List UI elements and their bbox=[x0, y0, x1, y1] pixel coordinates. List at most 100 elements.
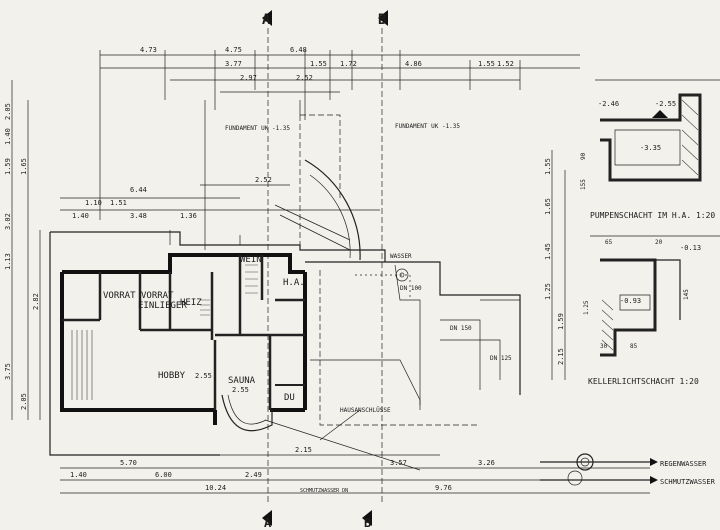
svg-text:2.82: 2.82 bbox=[32, 293, 40, 310]
dimension-lines-left: 2.05 1.40 1.59 1.65 3.02 1.13 2.82 3.75 … bbox=[4, 80, 41, 420]
svg-text:1.13: 1.13 bbox=[4, 253, 12, 270]
room-heiz: HEIZ bbox=[180, 298, 202, 308]
svg-text:1.65: 1.65 bbox=[20, 158, 28, 175]
svg-text:9.76: 9.76 bbox=[435, 484, 452, 492]
svg-text:-2.46: -2.46 bbox=[598, 100, 619, 108]
svg-text:30: 30 bbox=[600, 343, 608, 350]
svg-text:HAUSANSCHLÜSSE: HAUSANSCHLÜSSE bbox=[340, 407, 391, 414]
svg-text:WASSER: WASSER bbox=[390, 253, 412, 260]
svg-text:145: 145 bbox=[683, 289, 690, 300]
section-marker-b-top: B bbox=[378, 10, 388, 28]
svg-text:3.77: 3.77 bbox=[225, 60, 242, 68]
svg-text:SCHMUTZWASSER: SCHMUTZWASSER bbox=[660, 478, 716, 486]
svg-text:5.70: 5.70 bbox=[120, 459, 137, 467]
svg-text:KELLERLICHTSCHACHT 1:20: KELLERLICHTSCHACHT 1:20 bbox=[588, 377, 699, 386]
svg-text:3.02: 3.02 bbox=[4, 213, 12, 230]
svg-text:2.15: 2.15 bbox=[295, 446, 312, 454]
svg-text:1.40: 1.40 bbox=[72, 212, 89, 220]
sauna-curve bbox=[221, 394, 273, 432]
section-marker-a-top: A bbox=[262, 10, 272, 28]
svg-text:1.40: 1.40 bbox=[4, 128, 12, 145]
svg-text:1.59: 1.59 bbox=[4, 158, 12, 175]
room-hobby: HOBBY bbox=[158, 371, 186, 381]
svg-text:2.05: 2.05 bbox=[20, 393, 28, 410]
dimension-lines-right: 1.55 1.65 1.45 1.25 1.59 2.15 bbox=[544, 150, 566, 380]
svg-text:6.00: 6.00 bbox=[155, 471, 172, 479]
svg-text:1.59: 1.59 bbox=[557, 313, 565, 330]
svg-text:1.25: 1.25 bbox=[544, 283, 552, 300]
drainage-pipes: WASSER HAUSANSCHLÜSSE DN 100 DN 150 DN 1… bbox=[264, 253, 521, 471]
svg-text:65: 65 bbox=[605, 239, 613, 246]
svg-text:B: B bbox=[364, 516, 371, 530]
svg-text:FUNDAMENT UK -1.35: FUNDAMENT UK -1.35 bbox=[395, 123, 460, 130]
svg-text:-0.13: -0.13 bbox=[680, 244, 701, 252]
svg-text:155: 155 bbox=[580, 179, 587, 190]
svg-text:1.45: 1.45 bbox=[544, 243, 552, 260]
room-du: DU bbox=[284, 393, 295, 403]
svg-text:SCHMUTZWASSER DN: SCHMUTZWASSER DN bbox=[300, 488, 348, 494]
svg-text:1.72: 1.72 bbox=[340, 60, 357, 68]
svg-text:3.57: 3.57 bbox=[390, 459, 407, 467]
svg-text:1.36: 1.36 bbox=[180, 212, 197, 220]
svg-text:4.86: 4.86 bbox=[405, 60, 422, 68]
room-labels: VORRAT VORRAT EINLIEGER HEIZ WEIN H.A. H… bbox=[103, 255, 305, 403]
svg-text:PUMPENSCHACHT IM H.A. 1:20: PUMPENSCHACHT IM H.A. 1:20 bbox=[590, 211, 715, 220]
svg-text:10.24: 10.24 bbox=[205, 484, 226, 492]
svg-text:REGENWASSER: REGENWASSER bbox=[660, 460, 707, 468]
svg-text:4.73: 4.73 bbox=[140, 46, 157, 54]
svg-text:A: A bbox=[262, 12, 271, 28]
svg-text:-2.55: -2.55 bbox=[655, 100, 676, 108]
section-marker-a-bottom: A bbox=[262, 510, 272, 530]
svg-text:3.26: 3.26 bbox=[478, 459, 495, 467]
dimension-lines-bottom: 5.70 6.00 3.57 2.15 2.49 3.26 1.40 10.24… bbox=[60, 446, 650, 494]
svg-text:1.55: 1.55 bbox=[478, 60, 495, 68]
svg-text:2.55: 2.55 bbox=[232, 386, 249, 394]
terrace-outline: FUNDAMENT UK -1.35 FUNDAMENT UK -1.35 bbox=[49, 100, 460, 456]
svg-text:2.49: 2.49 bbox=[245, 471, 262, 479]
drain-markers bbox=[395, 268, 594, 486]
dimension-lines-top: 4.73 4.75 6.48 4.86 3.77 1.55 1.72 2.97 … bbox=[99, 46, 580, 220]
section-marker-b-bottom: B bbox=[362, 510, 372, 530]
svg-text:DN 125: DN 125 bbox=[490, 355, 512, 362]
svg-text:B: B bbox=[378, 12, 386, 28]
svg-text:1.51: 1.51 bbox=[110, 199, 127, 207]
room-einlieger: EINLIEGER bbox=[138, 301, 187, 311]
svg-text:2.52: 2.52 bbox=[255, 176, 272, 184]
svg-text:2.05: 2.05 bbox=[4, 103, 12, 120]
svg-text:FUNDAMENT UK -1.35: FUNDAMENT UK -1.35 bbox=[225, 125, 290, 132]
room-vorrat-2: VORRAT bbox=[141, 291, 174, 301]
detail-kellerlichtschacht: 65 20 -0.13 1.25 -0.93 30 85 145 KELLERL… bbox=[583, 235, 720, 386]
svg-text:6.44: 6.44 bbox=[130, 186, 147, 194]
water-outlets: REGENWASSER SCHMUTZWASSER bbox=[540, 458, 716, 486]
room-ha: H.A. bbox=[283, 278, 305, 288]
svg-text:-0.93: -0.93 bbox=[620, 297, 641, 305]
curved-wall-arc bbox=[274, 159, 361, 261]
dimension-lines-mid: 6.44 2.52 3.48 1.36 1.51 1.10 1.40 bbox=[60, 176, 380, 220]
room-vorrat-1: VORRAT bbox=[103, 291, 136, 301]
svg-text:DN 150: DN 150 bbox=[450, 325, 472, 332]
svg-text:1.40: 1.40 bbox=[70, 471, 87, 479]
room-wein: WEIN bbox=[240, 255, 262, 265]
svg-text:1.65: 1.65 bbox=[544, 198, 552, 215]
svg-text:DN 100: DN 100 bbox=[400, 285, 422, 292]
svg-text:1.25: 1.25 bbox=[583, 300, 590, 315]
svg-text:1.55: 1.55 bbox=[544, 158, 552, 175]
svg-text:4.75: 4.75 bbox=[225, 46, 242, 54]
svg-text:2.52: 2.52 bbox=[296, 74, 313, 82]
svg-text:A: A bbox=[264, 516, 272, 530]
svg-text:1.52: 1.52 bbox=[497, 60, 514, 68]
svg-text:1.10: 1.10 bbox=[85, 199, 102, 207]
svg-text:-3.35: -3.35 bbox=[640, 144, 661, 152]
svg-text:20: 20 bbox=[655, 239, 663, 246]
svg-text:2.97: 2.97 bbox=[240, 74, 257, 82]
svg-text:2.15: 2.15 bbox=[557, 348, 565, 365]
svg-text:3.75: 3.75 bbox=[4, 363, 12, 380]
svg-text:2.55: 2.55 bbox=[195, 372, 212, 380]
stair-hatching bbox=[71, 264, 258, 400]
svg-text:1.55: 1.55 bbox=[310, 60, 327, 68]
room-sauna: SAUNA bbox=[228, 376, 256, 386]
building-walls bbox=[60, 253, 307, 425]
svg-text:90: 90 bbox=[580, 152, 587, 160]
detail-pumpenschacht: -2.46 -2.55 -3.35 90 155 PUMPENSCHACHT I… bbox=[580, 79, 720, 220]
